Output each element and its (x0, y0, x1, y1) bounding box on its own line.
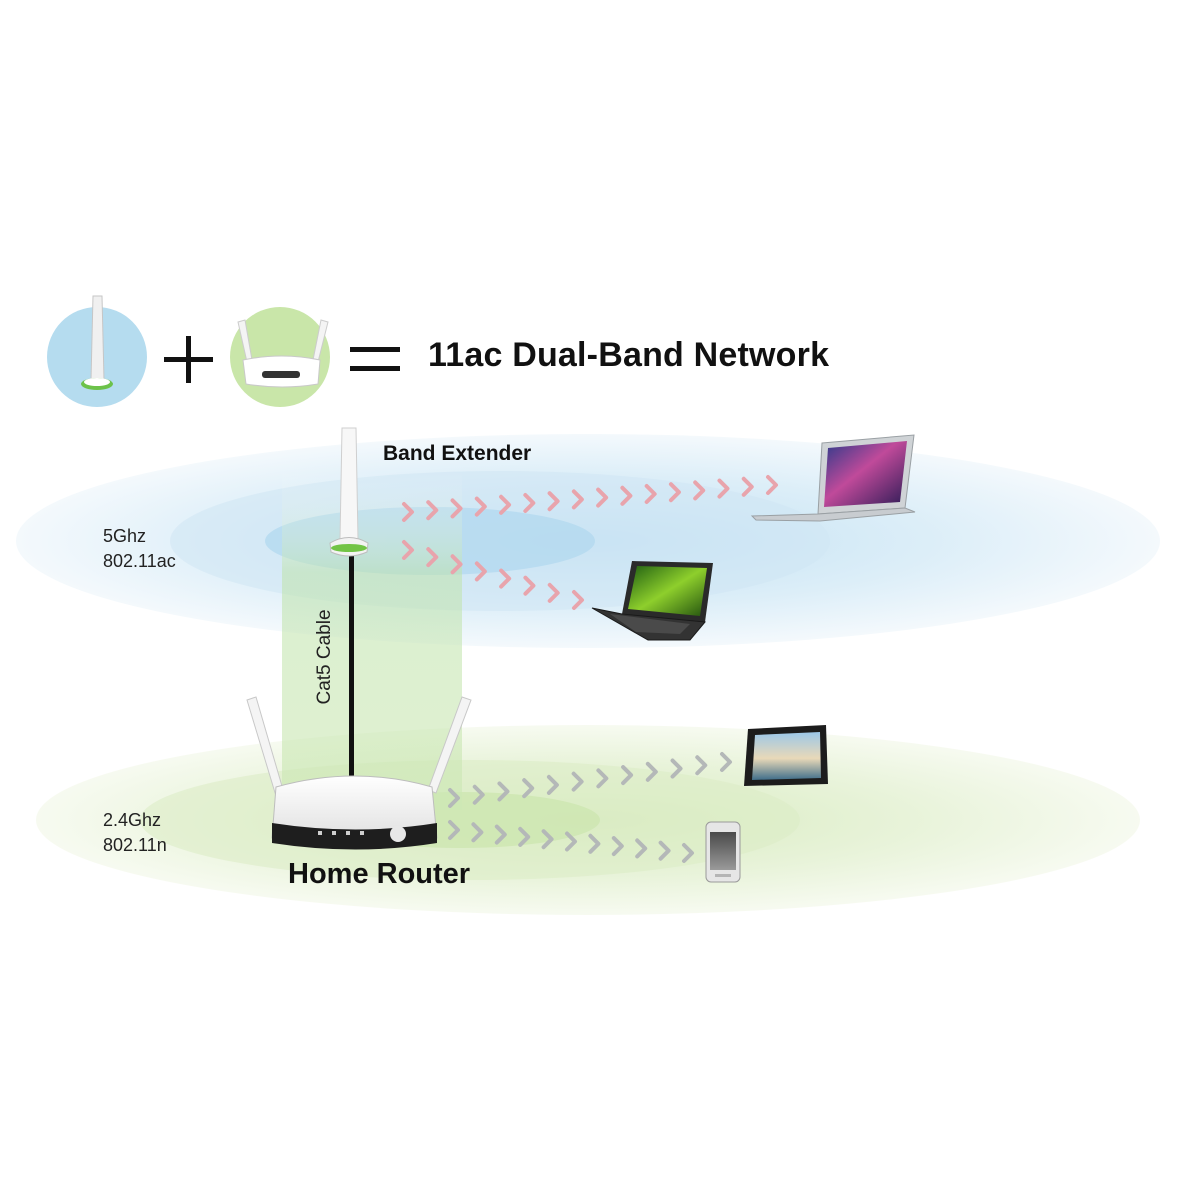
signal-chevron (741, 476, 754, 497)
signal-chevron (720, 752, 732, 772)
signal-chevron (497, 781, 510, 802)
signal-chevron (596, 487, 609, 508)
signal-chevron (658, 840, 671, 861)
signal-chevron (471, 822, 484, 843)
signal-chevron (494, 824, 507, 845)
signal-chevron (472, 784, 485, 805)
5ghz-band-label: 5Ghz 802.11ac (103, 524, 176, 574)
signal-chevron (450, 498, 463, 519)
home-router-label: Home Router (288, 858, 471, 890)
2-4ghz-arrows-to-smartphone (448, 820, 694, 863)
5ghz-frequency: 5Ghz (103, 526, 147, 546)
tablet (744, 725, 828, 786)
equals-symbol-text: = (366, 345, 367, 346)
signal-chevron (499, 568, 512, 589)
signal-chevron (693, 480, 706, 501)
2-4ghz-band-label: 2.4Ghz 802.11n (103, 808, 167, 858)
signal-chevron (670, 758, 683, 779)
cat5-cable-label: Cat5 Cable (314, 609, 335, 705)
signal-chevron (402, 540, 414, 560)
plus-sign (164, 336, 213, 383)
cat5-cable (349, 555, 354, 777)
signal-chevron (518, 826, 531, 847)
home-router-device (246, 696, 472, 850)
page-title: 11ac Dual-Band Network (428, 336, 830, 374)
signal-chevron (682, 843, 694, 863)
signal-chevron (499, 494, 512, 515)
signal-chevron (620, 485, 633, 506)
extender-icon (47, 295, 147, 407)
signal-chevron (541, 829, 554, 850)
signal-chevron (611, 836, 624, 857)
5ghz-coverage-zone (16, 434, 1160, 648)
signal-chevron (547, 491, 560, 512)
signal-chevron (571, 489, 584, 510)
5ghz-standard: 802.11ac (103, 551, 176, 571)
signal-chevron (596, 768, 609, 789)
signal-chevron (571, 771, 584, 792)
signal-chevron (522, 778, 535, 799)
plus-symbol-text: + (176, 340, 177, 341)
windows-laptop (591, 561, 713, 641)
signal-chevron (572, 590, 584, 610)
signal-chevron (523, 575, 536, 596)
signal-chevron (621, 765, 634, 786)
router-icon (230, 307, 330, 407)
signal-chevron (717, 478, 730, 499)
signal-beam (282, 470, 462, 810)
signal-chevron (448, 788, 460, 808)
2-4ghz-standard: 802.11n (103, 835, 167, 855)
signal-chevron (426, 547, 439, 568)
signal-chevron (523, 493, 536, 513)
signal-chevron (695, 755, 708, 776)
signal-chevron (565, 831, 577, 852)
signal-chevron (588, 833, 601, 854)
signal-chevron (645, 761, 658, 782)
smartphone (705, 821, 741, 883)
signal-chevron (546, 774, 559, 795)
5ghz-arrows-to-macbook (402, 475, 778, 522)
band-extender-label: Band Extender (383, 442, 532, 465)
signal-chevron (644, 484, 657, 504)
signal-chevron (668, 482, 681, 503)
equals-sign (350, 347, 400, 371)
2-4ghz-arrows-to-tablet (448, 752, 732, 808)
2-4ghz-frequency: 2.4Ghz (103, 810, 162, 830)
signal-chevron (474, 496, 487, 517)
signal-chevron (474, 561, 487, 582)
signal-chevron (547, 582, 560, 603)
signal-chevron (635, 838, 648, 859)
band-extender-device (329, 427, 369, 557)
macbook-laptop (750, 434, 916, 522)
signal-chevron (402, 502, 414, 522)
5ghz-arrows-to-windows-laptop (402, 540, 584, 610)
signal-chevron (448, 820, 460, 840)
signal-chevron (426, 500, 439, 521)
signal-chevron (766, 475, 778, 495)
2-4ghz-coverage-zone (36, 725, 1140, 915)
signal-chevron (450, 554, 463, 575)
